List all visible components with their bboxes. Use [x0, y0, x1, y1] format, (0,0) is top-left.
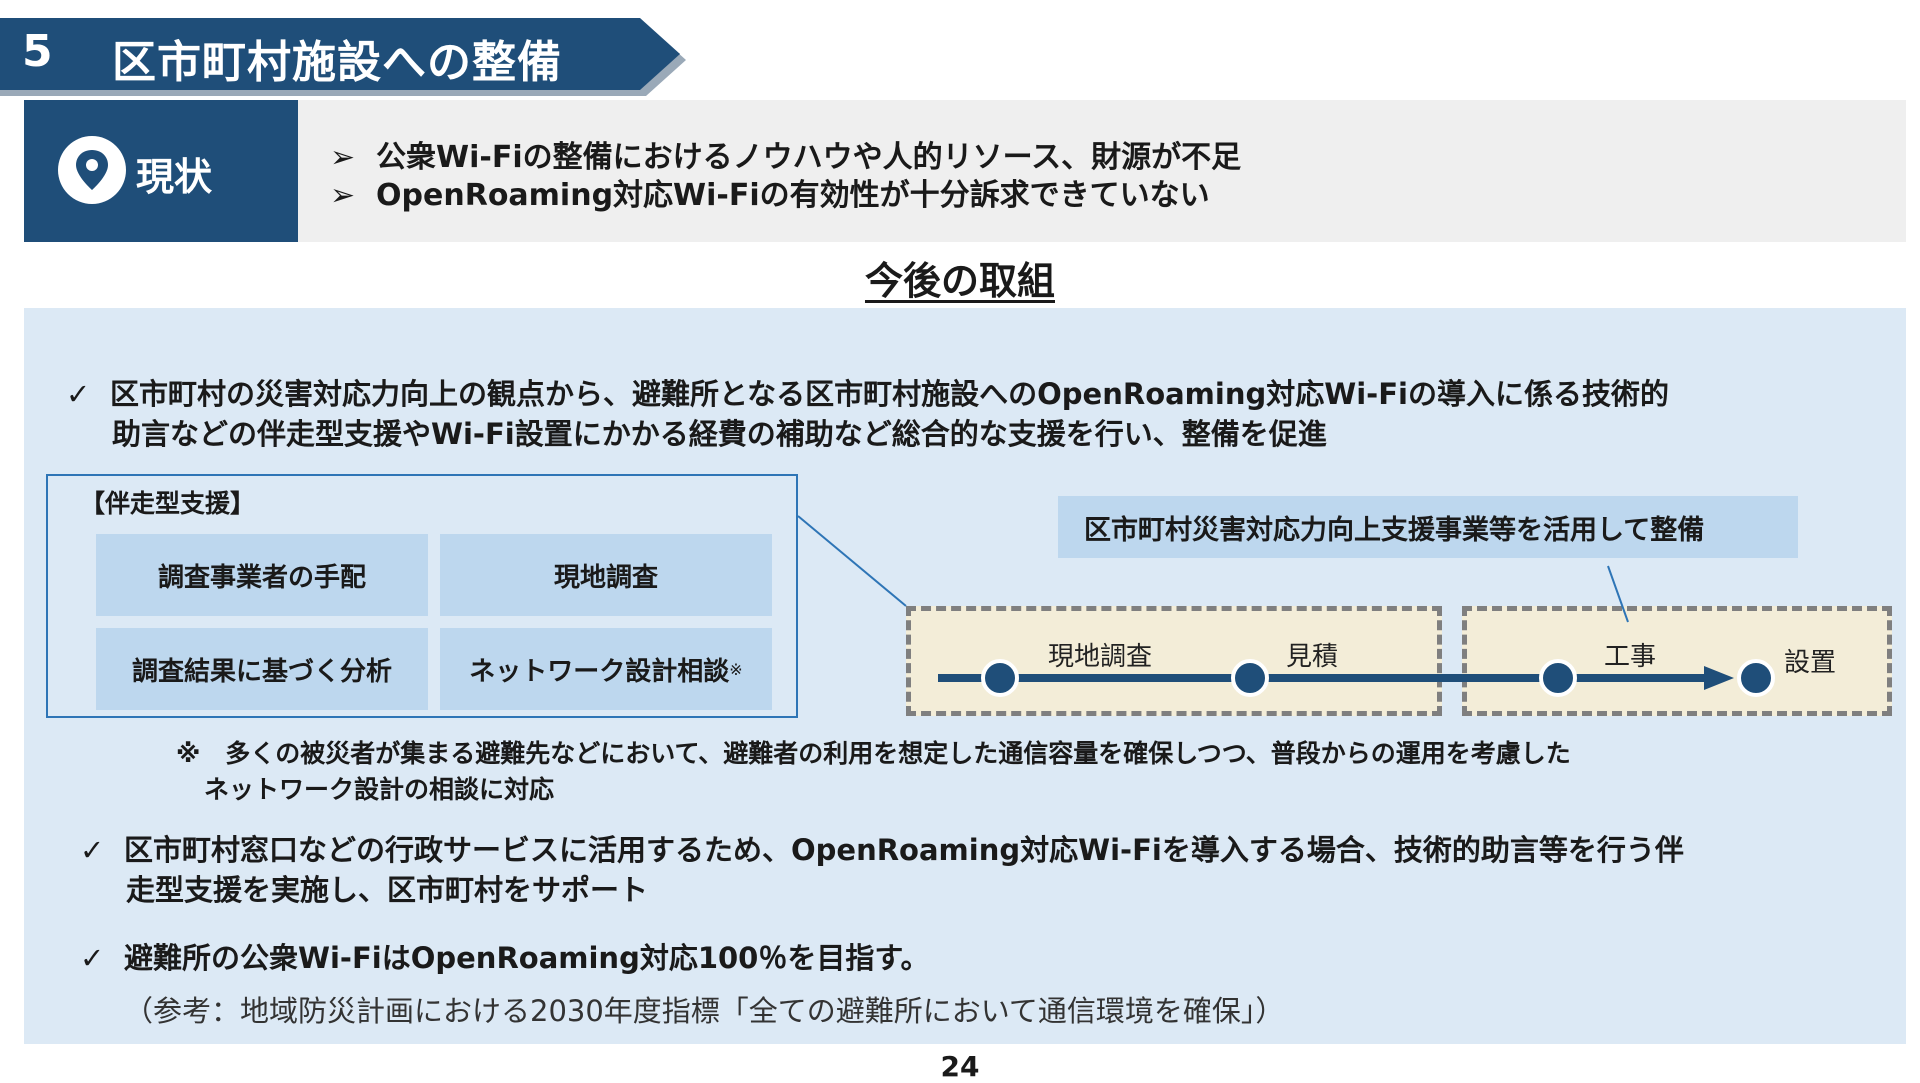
status-content-box: [298, 100, 1906, 242]
map-pin-icon: [58, 136, 126, 204]
reference-note: （参考：地域防災計画における2030年度指標「全ての避難所において通信環境を確保…: [124, 994, 1285, 1028]
utilize-label: 区市町村災害対応力向上支援事業等を活用して整備: [1058, 496, 1798, 558]
title-banner: [0, 18, 680, 90]
flow-node: [1231, 659, 1269, 697]
flow-step-label: 現地調査: [1048, 642, 1153, 672]
section-number: 5: [22, 26, 53, 77]
stage-box-construction: [1462, 606, 1892, 716]
bullet-arrow-icon: ➢: [330, 178, 356, 213]
support-cell: 調査結果に基づく分析: [96, 628, 428, 710]
page-title: 区市町村施設への整備: [112, 37, 562, 88]
page-number: 24: [940, 1050, 980, 1083]
note-mark: ※: [729, 659, 743, 679]
initiative-bullet-1: ✓ 区市町村の災害対応力向上の観点から、避難所となる区市町村施設へのOpenRoa…: [66, 374, 1826, 454]
flow-arrow-icon: [1704, 666, 1734, 690]
connector-line: [1607, 565, 1629, 623]
status-item-text: 公衆Wi-Fiの整備におけるノウハウや人的リソース、財源が不足: [376, 140, 1242, 175]
flow-node: [1737, 659, 1775, 697]
flow-step-label: 見積: [1286, 642, 1339, 672]
status-item-text: OpenRoaming対応Wi-Fiの有効性が十分訴求できていない: [376, 178, 1210, 213]
bullet-text: 避難所の公衆Wi-FiはOpenRoaming対応100％を目指す。: [124, 941, 930, 975]
check-icon: ✓: [80, 833, 105, 867]
check-icon: ✓: [80, 941, 105, 975]
support-cell: ネットワーク設計相談※: [440, 628, 772, 710]
check-icon: ✓: [66, 377, 91, 411]
footnote-text: ネットワーク設計の相談に対応: [204, 775, 555, 804]
support-title: 【伴走型支援】: [80, 489, 256, 518]
initiative-bullet-2: ✓ 区市町村窓口などの行政サービスに活用するため、OpenRoaming対応Wi-…: [80, 830, 1840, 910]
initiative-bullet-3: ✓ 避難所の公衆Wi-FiはOpenRoaming対応100％を目指す。: [80, 938, 1840, 978]
flow-step-label: 工事: [1604, 642, 1657, 672]
bullet-text: 助言などの伴走型支援やWi-Fi設置にかかる経費の補助など総合的な支援を行い、整…: [112, 417, 1327, 451]
flow-step-label: 設置: [1784, 648, 1837, 678]
support-cell: 現地調査: [440, 534, 772, 616]
future-heading: 今後の取組: [864, 259, 1055, 303]
status-label: 現状: [136, 155, 213, 199]
footnote: ※ 多くの被災者が集まる避難先などにおいて、避難者の利用を想定した通信容量を確保…: [176, 736, 1571, 808]
connector-line: [797, 515, 907, 607]
status-item: ➢ OpenRoaming対応Wi-Fiの有効性が十分訴求できていない: [330, 170, 1210, 214]
bullet-text: 区市町村の災害対応力向上の観点から、避難所となる区市町村施設へのOpenRoam…: [110, 377, 1669, 411]
bullet-arrow-icon: ➢: [330, 140, 356, 175]
status-item: ➢ 公衆Wi-Fiの整備におけるノウハウや人的リソース、財源が不足: [330, 132, 1241, 176]
bullet-text: 走型支援を実施し、区市町村をサポート: [126, 873, 649, 907]
support-cell-text: ネットワーク設計相談: [469, 656, 730, 687]
support-cell: 調査事業者の手配: [96, 534, 428, 616]
bullet-text: 区市町村窓口などの行政サービスに活用するため、OpenRoaming対応Wi-F…: [124, 833, 1684, 867]
flow-node: [981, 659, 1019, 697]
footnote-text: ※ 多くの被災者が集まる避難先などにおいて、避難者の利用を想定した通信容量を確保…: [176, 739, 1571, 768]
flow-node: [1539, 659, 1577, 697]
